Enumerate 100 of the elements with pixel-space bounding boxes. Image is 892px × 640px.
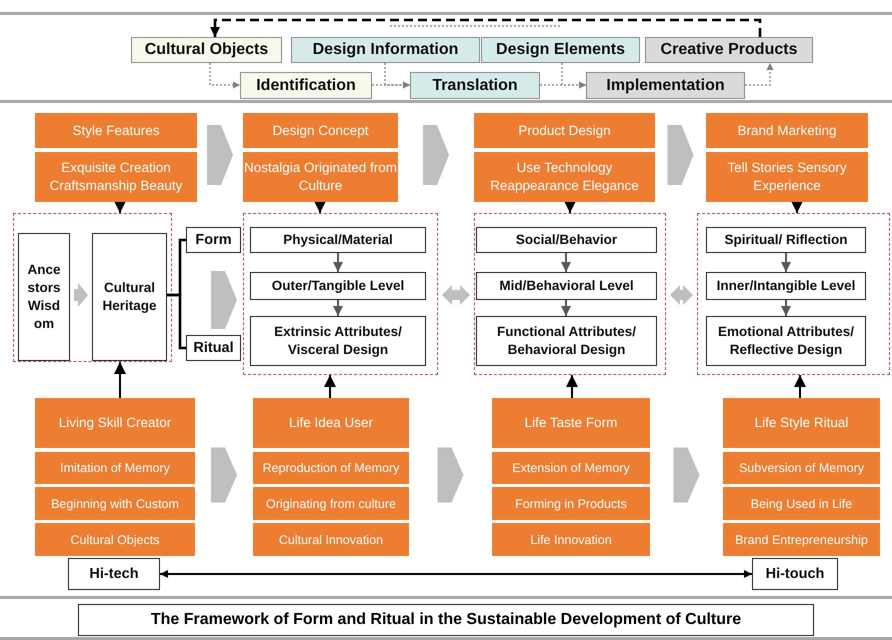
box-label: Hi-tech bbox=[89, 566, 139, 582]
concept-box bbox=[410, 72, 540, 99]
box-label: Cultural Objects bbox=[70, 532, 160, 546]
box-label: Cultural Heritage bbox=[101, 278, 158, 315]
level-box bbox=[706, 272, 866, 300]
level-box bbox=[250, 227, 426, 253]
triangle-arrow bbox=[114, 201, 126, 213]
box-label: Mid/Behavioral Level bbox=[499, 276, 634, 295]
level-box bbox=[476, 316, 657, 366]
process-box bbox=[706, 113, 868, 148]
process-box bbox=[253, 398, 409, 448]
concept-box bbox=[291, 37, 480, 63]
process-box bbox=[35, 452, 195, 484]
triangle-arrow bbox=[333, 253, 343, 272]
diagram-title: The Framework of Form and Ritual in the Sustainable Development of Culture bbox=[78, 604, 814, 636]
box-label: Use Technology Reappearance Elegance bbox=[489, 159, 640, 195]
box-label: Cultural Objects bbox=[144, 41, 268, 59]
process-box bbox=[35, 113, 197, 148]
dashed-arrow bbox=[210, 18, 762, 37]
dashed-arrow bbox=[372, 82, 410, 88]
concept-box bbox=[240, 72, 372, 99]
box-label: Life Style Ritual bbox=[754, 414, 848, 432]
box-label: Beginning with Custom bbox=[51, 496, 179, 510]
dashed-arrow bbox=[209, 63, 240, 88]
chevron-arrow bbox=[211, 271, 237, 329]
box-label: Life Idea User bbox=[288, 414, 374, 432]
box-label: Exquisite Creation Craftsmanship Beauty bbox=[48, 159, 184, 195]
triangle-arrow bbox=[564, 201, 576, 213]
process-box bbox=[35, 398, 195, 448]
box-label: Living Skill Creator bbox=[58, 414, 172, 432]
box-label: Reproduction of Memory bbox=[262, 461, 400, 475]
process-box bbox=[243, 152, 398, 202]
chevron-arrow bbox=[674, 448, 700, 502]
chevron-arrow bbox=[423, 125, 449, 185]
chevron-arrow bbox=[211, 448, 237, 502]
box-label: Hi-touch bbox=[766, 566, 824, 582]
dashed-arrow bbox=[384, 63, 410, 88]
box-label: Creative Products bbox=[660, 41, 798, 59]
triangle-arrow bbox=[114, 362, 126, 398]
box-label: Forming in Products bbox=[515, 496, 627, 510]
triangle-arrow bbox=[333, 300, 343, 316]
box-label: Subversion of Memory bbox=[738, 461, 864, 475]
tag-box bbox=[186, 227, 241, 253]
box-label: Product Design bbox=[518, 122, 611, 140]
process-box bbox=[35, 152, 197, 202]
box-label: Life Innovation bbox=[530, 532, 612, 546]
box-label: Translation bbox=[432, 76, 518, 94]
block-arrow bbox=[670, 285, 693, 305]
process-box bbox=[474, 113, 655, 148]
dashed-arrow bbox=[745, 63, 774, 86]
triangle-arrow bbox=[781, 300, 791, 316]
triangle-arrow bbox=[566, 375, 578, 398]
level-box bbox=[706, 227, 866, 253]
process-box bbox=[492, 487, 650, 520]
process-box bbox=[723, 523, 880, 556]
process-box bbox=[243, 113, 398, 148]
process-box bbox=[706, 152, 868, 202]
chevron-arrow bbox=[668, 125, 694, 185]
concept-box bbox=[645, 37, 813, 63]
box-label: Design Concept bbox=[272, 122, 369, 140]
bracket-line bbox=[167, 294, 186, 350]
process-box bbox=[723, 398, 880, 448]
block-arrow bbox=[74, 283, 88, 307]
box-label: Brand Entrepreneurship bbox=[735, 532, 868, 546]
box-label: Extension of Memory bbox=[512, 461, 630, 475]
process-box bbox=[253, 452, 409, 484]
box-label: Physical/Material bbox=[283, 230, 393, 249]
concept-box bbox=[586, 72, 745, 99]
box-label: Brand Marketing bbox=[737, 122, 837, 140]
box-label: Implementation bbox=[606, 76, 725, 94]
process-box bbox=[492, 452, 650, 484]
box-label: Style Features bbox=[72, 122, 160, 140]
tag-box bbox=[186, 335, 241, 361]
triangle-arrow bbox=[324, 375, 336, 398]
process-box bbox=[723, 452, 880, 484]
level-box bbox=[18, 233, 70, 361]
level-box bbox=[706, 316, 866, 366]
chevron-arrow bbox=[438, 448, 464, 502]
concept-box bbox=[481, 37, 640, 63]
box-label: Spiritual/ Riflection bbox=[724, 230, 848, 249]
process-box bbox=[253, 487, 409, 520]
level-box bbox=[250, 316, 426, 366]
box-label: Imitation of Memory bbox=[60, 461, 170, 475]
box-label: Extrinsic Attributes/ Visceral Design bbox=[273, 322, 403, 359]
dashed-group-frame bbox=[697, 213, 890, 375]
box-label: Tell Stories Sensory Experience bbox=[726, 159, 848, 195]
triangle-arrow bbox=[794, 375, 806, 398]
dashed-arrow bbox=[540, 82, 586, 88]
double-arrow bbox=[160, 570, 752, 578]
triangle-arrow bbox=[561, 253, 571, 272]
tag-box bbox=[752, 558, 838, 590]
box-label: Nostalgia Originated from Culture bbox=[243, 159, 398, 195]
box-label: Design Elements bbox=[496, 41, 625, 59]
dashed-group-frame bbox=[13, 213, 172, 362]
box-label: Originating from culture bbox=[266, 496, 396, 510]
box-label: Design Information bbox=[312, 41, 458, 59]
level-box bbox=[250, 272, 426, 300]
level-box bbox=[476, 272, 657, 300]
box-label: Social/Behavior bbox=[516, 230, 618, 249]
dashed-group-frame bbox=[243, 213, 438, 375]
